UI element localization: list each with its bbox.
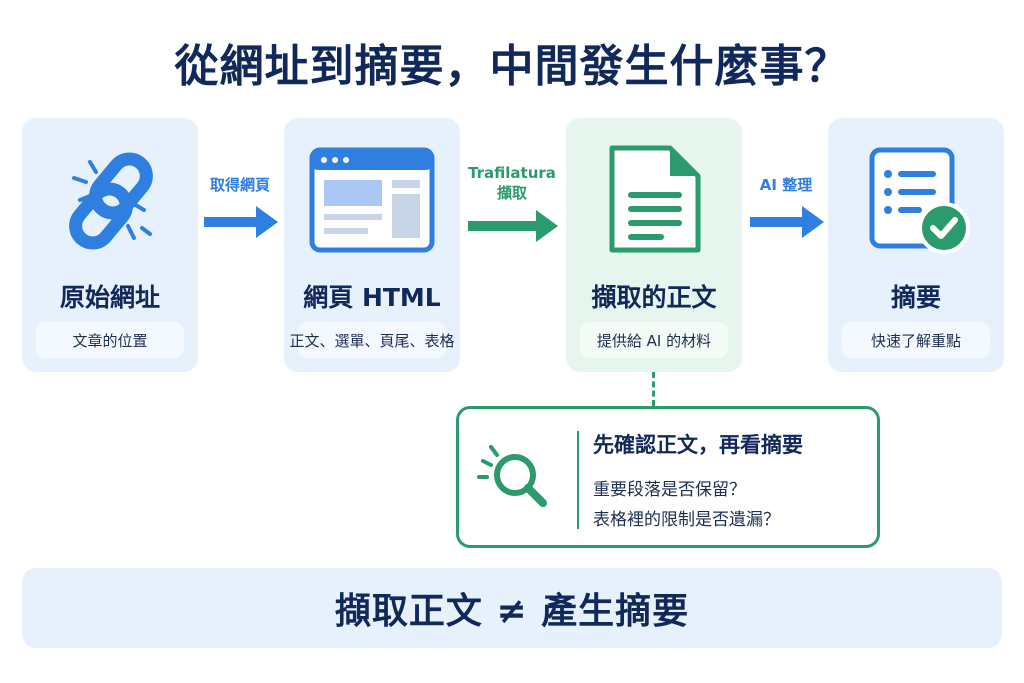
arrow-label-tool: Trafilatura bbox=[468, 164, 556, 182]
step-label: 網頁 HTML bbox=[303, 283, 441, 312]
step-sublabel: 文章的位置 bbox=[36, 322, 184, 358]
page-title: 從網址到摘要，中間發生什麼事？ bbox=[174, 41, 850, 92]
step-card-html: 網頁 HTML 正文、選單、頁尾、表格 bbox=[284, 118, 460, 372]
right-arrow-icon bbox=[468, 210, 558, 242]
callout-title: 先確認正文，再看摘要 bbox=[593, 433, 803, 457]
step-card-extracted-text: 擷取的正文 提供給 AI 的材料 bbox=[566, 118, 742, 372]
step-card-summary: 摘要 快速了解重點 bbox=[828, 118, 1004, 372]
callout-question: 表格裡的限制是否遺漏？ bbox=[593, 510, 780, 530]
step-label: 摘要 bbox=[890, 283, 941, 312]
right-arrow-icon bbox=[750, 206, 824, 238]
document-icon bbox=[566, 142, 742, 258]
arrow-label: 取得網頁 bbox=[209, 176, 270, 194]
callout-divider bbox=[577, 431, 579, 529]
conclusion-banner: 擷取正文 ≠ 產生摘要 bbox=[22, 568, 1002, 648]
link-icon bbox=[22, 142, 198, 258]
arrow-label: AI 整理 bbox=[759, 176, 813, 194]
verification-callout: 先確認正文，再看摘要 重要段落是否保留？ 表格裡的限制是否遺漏？ bbox=[456, 406, 880, 548]
right-arrow-icon bbox=[204, 206, 278, 238]
arrow-extract: Trafilatura 擷取 bbox=[462, 164, 562, 246]
browser-window-icon bbox=[284, 142, 460, 258]
dashed-connector bbox=[652, 372, 655, 406]
arrow-fetch: 取得網頁 bbox=[200, 176, 280, 246]
magnifier-icon bbox=[473, 435, 553, 515]
step-label: 擷取的正文 bbox=[591, 283, 717, 312]
step-sublabel: 提供給 AI 的材料 bbox=[580, 322, 728, 358]
arrow-summarize: AI 整理 bbox=[746, 176, 826, 246]
callout-question: 重要段落是否保留？ bbox=[593, 480, 746, 500]
step-sublabel: 快速了解重點 bbox=[842, 322, 990, 358]
step-label: 原始網址 bbox=[59, 283, 160, 312]
step-card-url: 原始網址 文章的位置 bbox=[22, 118, 198, 372]
step-sublabel: 正文、選單、頁尾、表格 bbox=[290, 322, 455, 358]
arrow-label: 擷取 bbox=[496, 184, 527, 202]
checklist-check-icon bbox=[828, 142, 1004, 258]
